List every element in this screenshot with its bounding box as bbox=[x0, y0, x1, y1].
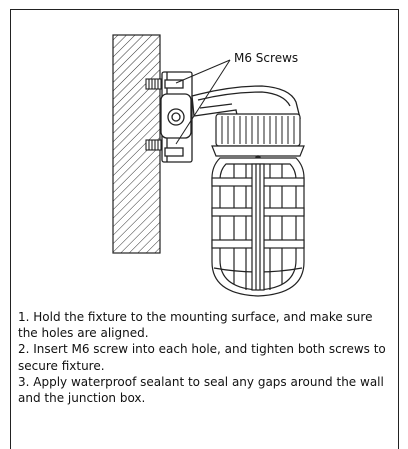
instruction-list: 1. Hold the fixture to the mounting surf… bbox=[18, 309, 390, 406]
guard-cage bbox=[211, 163, 305, 291]
threaded-collar bbox=[211, 113, 305, 161]
installation-diagram: M6 Screws bbox=[112, 34, 305, 297]
callout-label: M6 Screws bbox=[234, 51, 298, 65]
instruction-frame bbox=[10, 9, 399, 449]
upper-screw bbox=[145, 78, 165, 90]
instruction-step-2: 2. Insert M6 screw into each hole, and t… bbox=[18, 342, 386, 373]
elbow-arm bbox=[191, 85, 301, 121]
junction-box bbox=[160, 71, 193, 163]
callout-leaders bbox=[175, 59, 231, 145]
lower-screw bbox=[145, 139, 165, 151]
instruction-step-3: 3. Apply waterproof sealant to seal any … bbox=[18, 374, 384, 406]
instruction-step-1: 1. Hold the fixture to the mounting surf… bbox=[18, 310, 373, 341]
